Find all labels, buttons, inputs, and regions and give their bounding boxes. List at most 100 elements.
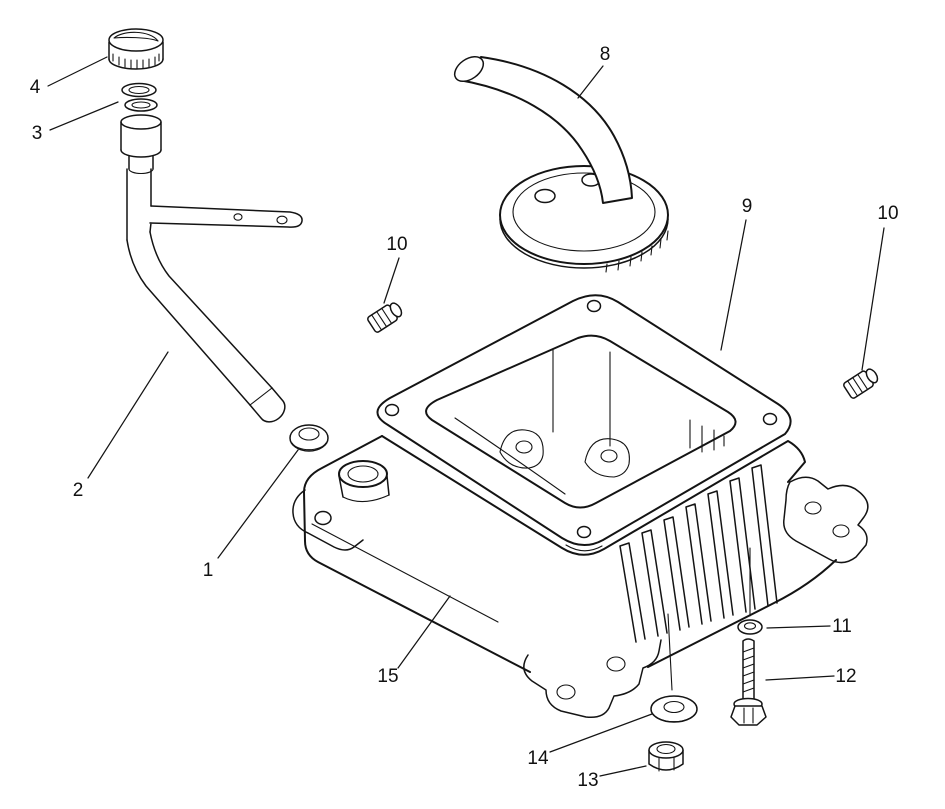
- leader-line-4: [47, 56, 108, 87]
- foot-hole: [556, 684, 576, 700]
- lock-washer-outer: [737, 619, 763, 635]
- lock-washer: [737, 619, 763, 635]
- gasket-bolt-hole: [586, 299, 602, 313]
- fin: [751, 464, 778, 607]
- gasket-bolt-hole: [384, 403, 400, 417]
- fin: [619, 542, 646, 643]
- callout-3: 3: [32, 101, 119, 144]
- leader-line-15: [397, 595, 451, 669]
- gasket-cover: [376, 294, 792, 552]
- tube-tip: [249, 387, 286, 423]
- plug-ribs: [371, 307, 393, 331]
- bolt-head-facets: [743, 707, 754, 724]
- flange-thickness: [499, 218, 669, 269]
- bracket-hole: [233, 213, 243, 221]
- callout-number-9: 9: [742, 196, 753, 217]
- breather-assembly: [453, 55, 669, 273]
- filler-neck-sides: [338, 475, 390, 498]
- callout-number-12: 12: [835, 666, 856, 687]
- callout-15: 15: [377, 595, 451, 687]
- fastener-axis-lines: [667, 547, 751, 691]
- washer-ring: [124, 98, 158, 112]
- nut-top: [648, 741, 684, 759]
- callout-8: 8: [577, 44, 610, 99]
- right-mounting-bracket: [783, 476, 869, 564]
- left-mounting-ear: [292, 489, 364, 551]
- hex-nut: [648, 741, 684, 772]
- callout-13: 13: [577, 765, 647, 791]
- tube-tip-joint: [249, 387, 273, 406]
- flat-washer-thickness: [652, 713, 696, 723]
- left-ear-hole: [314, 510, 332, 526]
- washer-ring: [121, 82, 157, 98]
- filler-neck-bore: [347, 465, 379, 483]
- callout-number-11: 11: [832, 616, 852, 637]
- cap-slot: [113, 31, 159, 42]
- callout-number-10-rear: 10: [877, 203, 898, 224]
- callout-number-13: 13: [577, 770, 598, 791]
- bolt-head: [730, 705, 767, 726]
- gasket-thickness: [565, 544, 603, 552]
- fin: [663, 516, 690, 631]
- flange-top-face: [512, 172, 656, 252]
- filler-neck-rim: [338, 460, 388, 488]
- bracket-hole: [276, 215, 288, 225]
- case-interior-details: [454, 349, 725, 495]
- grommet-thickness: [291, 442, 327, 451]
- flat-washer-bore: [663, 700, 685, 714]
- grommet-bore: [298, 427, 320, 441]
- tube-ferrule-sides: [120, 121, 162, 151]
- leader-line-9: [720, 219, 747, 351]
- cap-top: [108, 28, 164, 52]
- breather-tube-opening: [453, 55, 485, 83]
- interior-boss: [584, 438, 630, 478]
- interior-studs: [552, 349, 611, 447]
- bracket-hole: [832, 524, 850, 538]
- callout-number-14: 14: [527, 748, 549, 769]
- callout-number-4: 4: [30, 77, 41, 98]
- interior-ledge: [454, 417, 566, 495]
- tube-bracket: [149, 205, 303, 233]
- cap-skirt: [108, 58, 164, 70]
- plug-ribs: [847, 373, 869, 397]
- washer-ring-inner: [131, 101, 151, 109]
- leader-line-11: [766, 625, 831, 629]
- tube-ferrule-top: [120, 114, 162, 130]
- flat-washer: [650, 695, 698, 723]
- leader-line-12: [765, 675, 835, 681]
- callout-1: 1: [203, 449, 299, 581]
- fin: [685, 503, 712, 625]
- fin: [729, 477, 756, 613]
- tube-ferrule-bottom: [120, 149, 162, 158]
- main-case: [292, 435, 869, 719]
- callout-number-1: 1: [203, 560, 214, 581]
- callout-11: 11: [766, 616, 852, 637]
- dipstick-assembly: [108, 28, 303, 423]
- leader-line-13: [599, 765, 647, 777]
- interior-boss: [499, 429, 544, 469]
- callout-4: 4: [30, 56, 108, 98]
- gasket-opening: [425, 334, 737, 509]
- grommet: [289, 424, 329, 452]
- callouts: 4 3 2 1 8 10 9 10: [30, 44, 899, 791]
- dipstick-cap: [108, 28, 164, 70]
- dipstick-tube: [120, 114, 303, 423]
- breather-flange: [499, 165, 669, 265]
- tube-diagonal: [126, 239, 251, 406]
- leader-line-2: [87, 351, 169, 479]
- fin: [707, 490, 734, 619]
- flange-hole: [534, 188, 556, 204]
- cooling-fins: [619, 464, 778, 643]
- leader-line-14: [549, 713, 653, 753]
- callout-10-rear: 10: [861, 203, 899, 371]
- filler-neck-base: [342, 494, 390, 503]
- case-bottom-right-edge: [647, 559, 837, 668]
- plug-tip: [865, 368, 879, 384]
- plug-rear: [843, 368, 879, 399]
- tube-diagonal: [149, 231, 273, 389]
- case-parting-line: [311, 523, 499, 623]
- case-front-rim: [381, 435, 806, 556]
- bolt-shaft: [742, 638, 755, 703]
